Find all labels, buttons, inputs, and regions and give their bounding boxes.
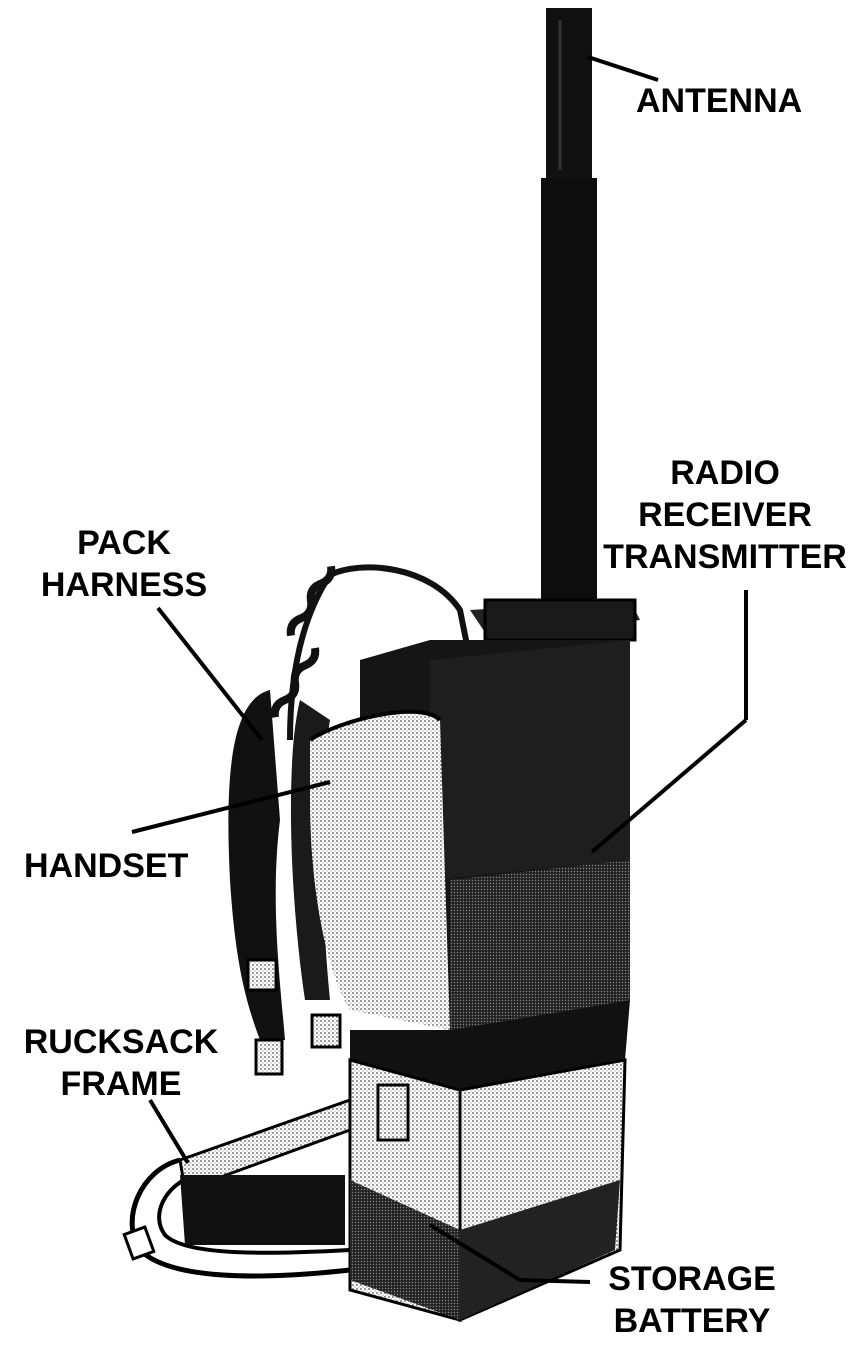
rucksack-frame-leader: [148, 1098, 190, 1165]
storage-battery: [348, 1000, 630, 1323]
leader-lines: [131, 55, 748, 1284]
radio-leader-diag: [590, 718, 748, 854]
pack-harness: [228, 690, 342, 1076]
antenna-label-text: ANTENNA: [636, 82, 803, 120]
pack-harness-label: PACK HARNESS: [32, 522, 216, 606]
radio-body: [308, 598, 640, 1030]
storage-battery-label-line2: BATTERY: [613, 1302, 771, 1340]
handset-label-text: HANDSET: [24, 847, 189, 885]
storage-battery-label: STORAGE BATTERY: [598, 1258, 786, 1342]
storage-battery-leader-h: [519, 1278, 591, 1284]
pack-harness-leader: [156, 606, 264, 742]
pack-harness-label-line1: PACK: [77, 524, 171, 562]
radio-label: RADIO RECEIVER TRANSMITTER: [592, 452, 858, 578]
storage-battery-leader: [428, 1223, 522, 1282]
radio-label-line3: TRANSMITTER: [603, 538, 847, 576]
antenna: [541, 8, 597, 603]
antenna-leader: [587, 55, 659, 82]
storage-battery-label-line1: STORAGE: [608, 1260, 776, 1298]
radio-label-line2: RECEIVER: [638, 496, 812, 534]
rucksack-frame: [122, 1097, 352, 1279]
rucksack-frame-label-line1: RUCKSACK: [23, 1023, 219, 1061]
handset-label: HANDSET: [24, 845, 188, 887]
antenna-label: ANTENNA: [636, 80, 802, 122]
handset-leader: [131, 780, 331, 834]
radio-label-line1: RADIO: [670, 454, 780, 492]
rucksack-frame-label-line2: FRAME: [60, 1065, 182, 1103]
pack-harness-label-line2: HARNESS: [40, 566, 208, 604]
rucksack-frame-label: RUCKSACK FRAME: [14, 1021, 228, 1105]
